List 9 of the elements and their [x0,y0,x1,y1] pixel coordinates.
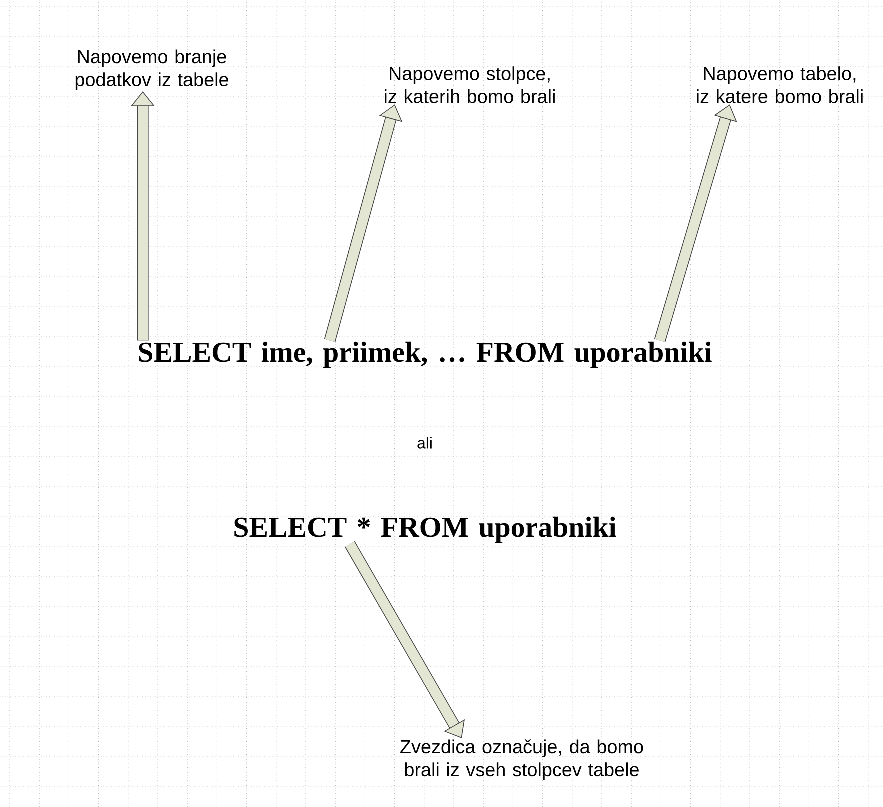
annotation-text: Zvezdica označuje, da bomo brali iz vseh stolpcev tabele [400,740,644,780]
annotation-text: Napovemo stolpce, iz katerih bomo brali [385,66,555,104]
annotation-text: Napovemo branje podatkov iz tabele [76,50,228,90]
sql-statement: SELECT * FROM uporabniki [234,516,616,544]
block-arrow [344,541,465,738]
block-arrow [654,104,738,342]
connector-word: ali [418,437,432,449]
sql-statement: SELECT ime, priimek, … FROM uporabniki [139,342,712,368]
annotation-text: Napovemo tabelo, iz katere bomo brali [697,66,863,104]
